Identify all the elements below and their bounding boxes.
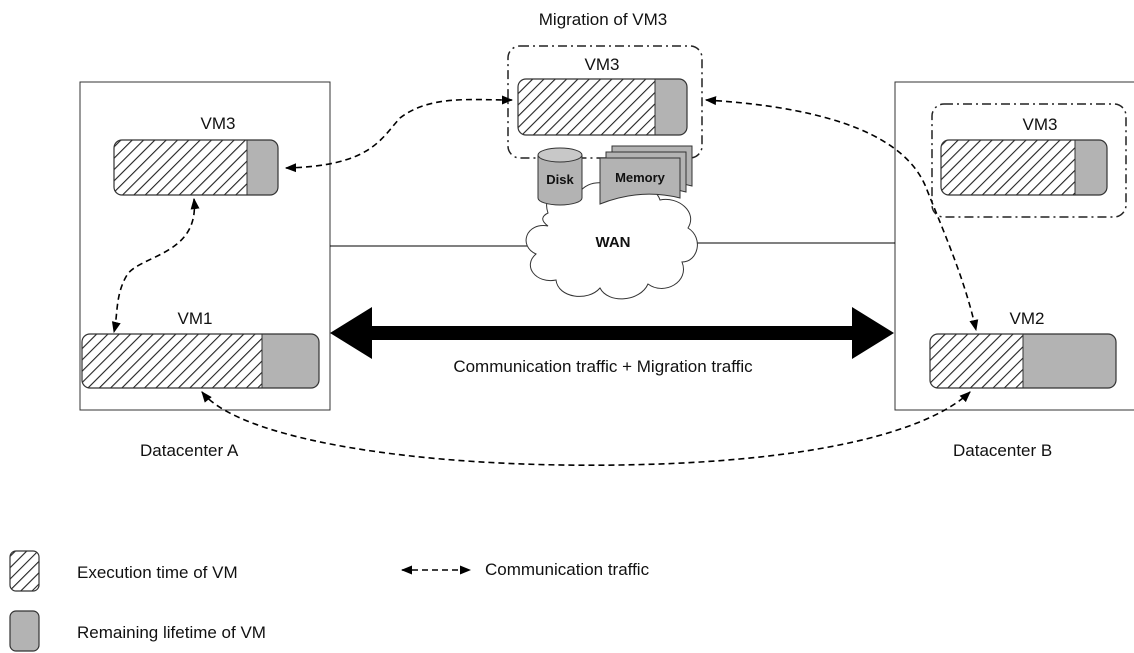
disk-label: Disk	[546, 172, 574, 187]
traffic-arrow	[330, 307, 894, 359]
disk-icon: Disk	[537, 147, 583, 206]
comm-arrow-vm3a-migrating	[284, 95, 514, 173]
vm3-migrating-label: VM3	[585, 55, 620, 74]
memory-label: Memory	[615, 170, 666, 185]
traffic-label: Communication traffic + Migration traffi…	[453, 357, 753, 376]
comm-arrow-vm1-vm2	[201, 391, 971, 467]
vm2-bar	[930, 334, 1116, 388]
legend-execution-label: Execution time of VM	[77, 563, 238, 582]
legend-execution-swatch	[10, 551, 39, 591]
datacenter-a-label: Datacenter A	[140, 441, 239, 460]
memory-icon: Memory	[599, 145, 693, 205]
datacenter-b-label: Datacenter B	[953, 441, 1052, 460]
legend-remaining-swatch	[9, 610, 40, 652]
vm3-dc-a-label: VM3	[201, 114, 236, 133]
wan-label: WAN	[596, 234, 631, 251]
vm3-dc-b-bar	[941, 140, 1107, 195]
vm3-migrating-bar	[518, 79, 687, 135]
wan-cloud: WAN	[525, 182, 698, 300]
comm-arrow-migrating-vm2	[704, 96, 979, 332]
legend-communication-label: Communication traffic	[485, 560, 650, 579]
legend-remaining-label: Remaining lifetime of VM	[77, 623, 266, 642]
vm3-dc-a-bar	[114, 140, 278, 195]
vm3-dc-b-label: VM3	[1023, 115, 1058, 134]
vm1-label: VM1	[178, 309, 213, 328]
diagram-title: Migration of VM3	[539, 10, 668, 29]
comm-arrow-vm3a-vm1	[111, 197, 200, 334]
vm2-label: VM2	[1010, 309, 1045, 328]
vm3-dc-b-container	[931, 103, 1127, 218]
vm1-bar	[82, 334, 319, 388]
legend: Execution time of VM Remaining lifetime …	[9, 550, 650, 652]
